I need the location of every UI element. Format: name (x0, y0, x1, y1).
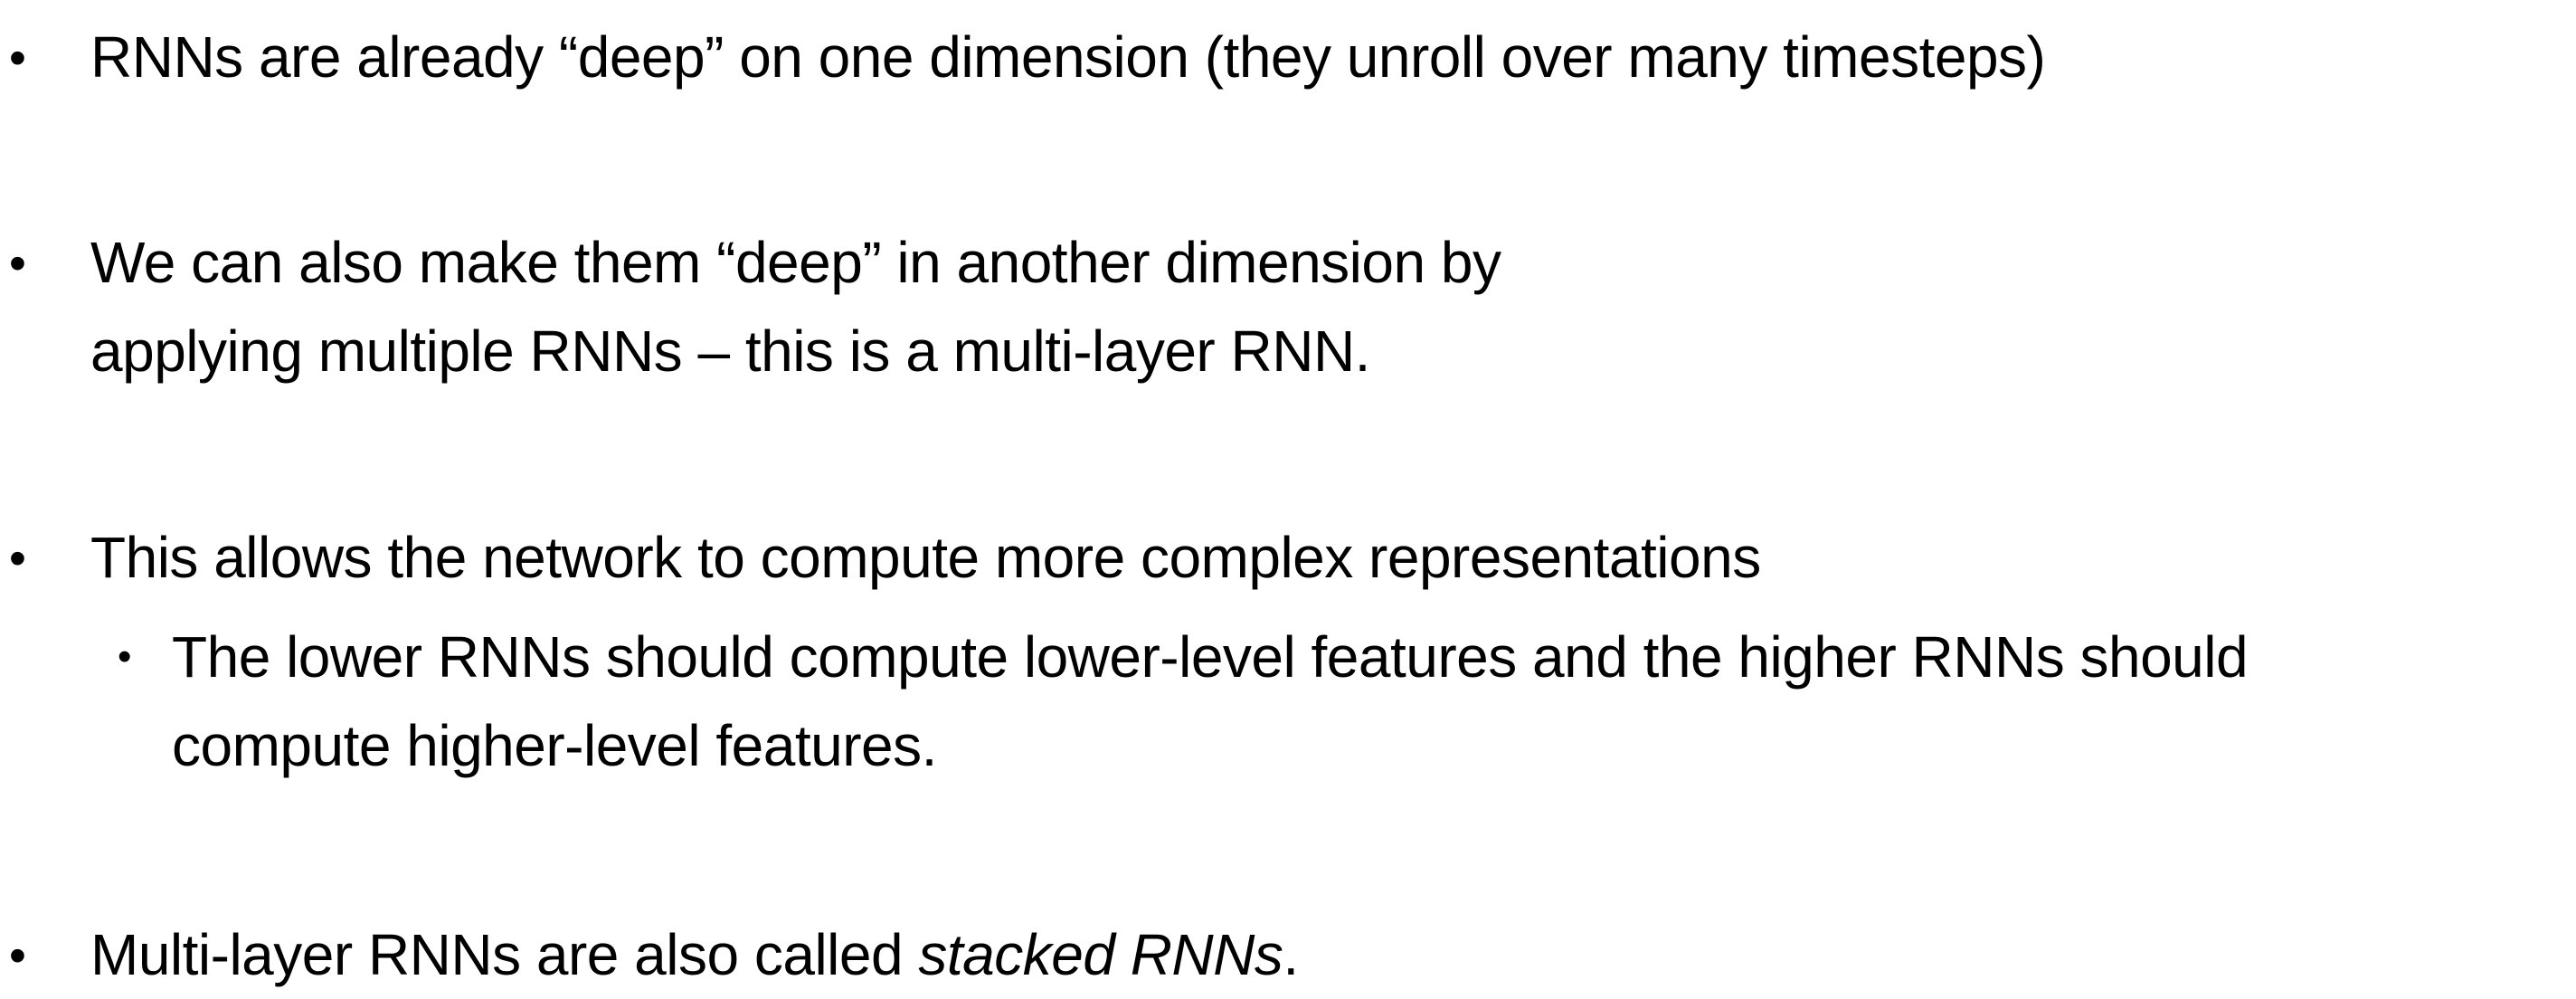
bullet-dot: • (9, 928, 26, 983)
bullet-4-suffix: . (1283, 922, 1299, 987)
bullet-2-line-1: We can also make them “deep” in another … (90, 230, 1501, 295)
sub-bullet-line-2: compute higher-level features. (172, 713, 937, 778)
bullet-4-emphasis: stacked RNNs (918, 922, 1283, 987)
bullet-dot: • (9, 31, 26, 85)
bullet-4-text: Multi-layer RNNs are also called stacked… (90, 910, 1299, 999)
bullet-2-line-2: applying multiple RNNs – this is a multi… (90, 319, 1370, 384)
sub-bullet-line-1: The lower RNNs should compute lower-leve… (172, 624, 2249, 690)
bullet-4-prefix: Multi-layer RNNs are also called (90, 922, 919, 987)
bullet-1-text: RNNs are already “deep” on one dimension… (90, 24, 2046, 90)
bullet-3-text: This allows the network to compute more … (90, 525, 1761, 590)
sub-bullet-dot: • (118, 634, 132, 679)
bullet-dot: • (9, 236, 26, 290)
bullet-dot: • (9, 531, 26, 585)
